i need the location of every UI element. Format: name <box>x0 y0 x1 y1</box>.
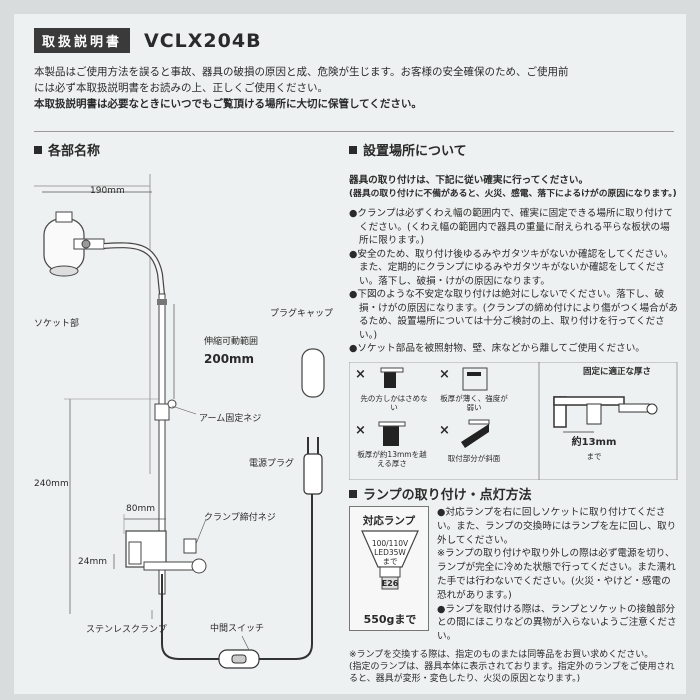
clamp-screw-label: クランプ締付ネジ <box>204 513 276 523</box>
install-section: 器具の取り付けは、下記に従い確実に行ってください。 (器具の取り付けに不備がある… <box>349 174 679 480</box>
fit-title: 固定に適正な厚さ <box>582 366 651 377</box>
manual-title: 取扱説明書 <box>34 28 131 53</box>
mounting-examples: × × × × 先の方しかはさめない 板厚が薄く、強度が弱い 板厚が約13mmを… <box>349 361 679 480</box>
square-bullet-icon <box>349 145 357 154</box>
lamp-para-3: ●ランプを取付ける際は、ランプとソケットの接触部分との間にほこりなどの異物が入ら… <box>437 603 677 643</box>
lamp-weight: 550gまで <box>363 613 417 626</box>
example-1-label: 先の方しかはさめない <box>360 393 428 412</box>
intro-line-1: 本製品はご使用方法を誤ると事故、器具の破損の原因と成、危険が生じます。お客様の安… <box>34 66 569 78</box>
lamp-spec-1: 100/110V <box>371 539 409 548</box>
install-sub-1: 器具の取り付けは、下記に従い確実に行ってください。 <box>349 175 589 186</box>
lamp-note-1: ※ランプを交換する際は、指定のものまたは同等品をお買い求めください。 <box>349 650 654 660</box>
bulb-drawing <box>361 530 419 590</box>
lamp-spec-3: まで <box>382 557 398 566</box>
install-bullet-4: ●ソケット部品を被照射物、壁、床などから離してご使用ください。 <box>349 343 645 354</box>
square-bullet-icon <box>349 489 357 498</box>
power-plug-label: 電源プラグ <box>249 459 295 469</box>
lamp-heading-text: ランプの取り付け・点灯方法 <box>363 488 532 503</box>
compatible-lamp-box: 対応ランプ 100/110V LED35W まで E26 550gまで <box>349 506 429 631</box>
stretch-label: 伸縮可動範囲 <box>204 337 259 347</box>
stretch-value: 200mm <box>204 352 255 366</box>
dim-80: 80mm <box>126 504 155 514</box>
mounting-drawing <box>349 361 678 480</box>
title-row: 取扱説明書 VCLX204B <box>34 28 262 53</box>
install-bullet-2: ●安全のため、取り付け後ゆるみやガタツキがないか確認をしてください。また、定期的… <box>349 248 674 287</box>
dim-190: 190mm <box>90 186 125 196</box>
install-bullet-3: ●下図のような不安定な取り付けは絶対にしないでください。落下し、破損・けがの原因… <box>349 289 678 341</box>
arm-screw-label: アーム固定ネジ <box>199 414 262 424</box>
install-heading: 設置場所について <box>349 140 467 159</box>
switch-label: 中間スイッチ <box>210 624 265 634</box>
fit-value: 約13mm <box>571 436 617 448</box>
example-3-label: 板厚が約13mmを越える厚さ <box>357 449 427 468</box>
socket-label: ソケット部 <box>34 319 80 329</box>
x-mark-icon: × <box>439 422 450 438</box>
lamp-para-1: ●対応ランプを右に回しソケットに取り付けてください。また、ランプの交換時にはラン… <box>437 507 677 546</box>
install-heading-text: 設置場所について <box>363 144 467 159</box>
clamp-label: ステンレスクランプ <box>86 625 167 635</box>
lamp-notes: ※ランプを交換する際は、指定のものまたは同等品をお買い求めください。 (指定のラ… <box>349 649 679 685</box>
x-mark-icon: × <box>355 366 366 382</box>
lamp-spec-2: LED35W <box>374 548 406 557</box>
example-2-label: 板厚が薄く、強度が弱い <box>440 393 508 412</box>
parts-heading: 各部名称 <box>34 140 100 159</box>
install-bullet-1: ●クランプは必ずくわえ幅の範囲内で、確実に固定できる場所に取り付けてください。(… <box>349 208 674 246</box>
lamp-para-2: ※ランプの取り付けや取り外しの際は必ず電源を切り、ランプが完全に冷めた状態で行っ… <box>437 548 676 601</box>
manual-page: 取扱説明書 VCLX204B 本製品はご使用方法を誤ると事故、器具の破損の原因と… <box>14 14 686 694</box>
parts-diagram: 190mm ソケット部 伸縮可動範囲 200mm プラグキャップ アーム固定ネジ… <box>34 164 334 694</box>
lamp-note-2: (指定のランプは、器具本体に表示されております。指定外のランプをご使用されると、… <box>349 662 675 684</box>
square-bullet-icon <box>34 145 42 154</box>
parts-heading-text: 各部名称 <box>48 144 101 159</box>
fit-unit: まで <box>586 451 602 461</box>
intro-text: 本製品はご使用方法を誤ると事故、器具の破損の原因と成、危険が生じます。お客様の安… <box>34 64 674 112</box>
lamp-heading: ランプの取り付け・点灯方法 <box>349 484 532 503</box>
lamp-instructions: ●対応ランプを右に回しソケットに取り付けてください。また、ランプの交換時にはラン… <box>437 506 677 644</box>
x-mark-icon: × <box>355 422 366 438</box>
x-mark-icon: × <box>439 366 450 382</box>
dim-24: 24mm <box>78 557 107 567</box>
lamp-section: 対応ランプ 100/110V LED35W まで E26 550gまで ●対応ラ… <box>349 506 679 696</box>
dim-240: 240mm <box>34 479 69 489</box>
lamp-box-title: 対応ランプ <box>362 515 416 527</box>
divider <box>34 131 674 132</box>
lamp-base: E26 <box>381 579 399 588</box>
intro-line-2: には必ず本取扱説明書をお読みの上、正しくご使用ください。 <box>34 82 328 94</box>
model-number: VCLX204B <box>144 29 262 52</box>
plug-cap-label: プラグキャップ <box>270 309 334 319</box>
lamp-drawing <box>34 164 325 669</box>
intro-line-3: 本取扱説明書は必要なときにいつでもご覧頂ける場所に大切に保管してください。 <box>34 98 422 110</box>
example-4-label: 取付部分が斜面 <box>447 453 501 463</box>
install-sub-2: (器具の取り付けに不備があると、火災、感電、落下によるけがの原因になります。) <box>349 188 677 199</box>
